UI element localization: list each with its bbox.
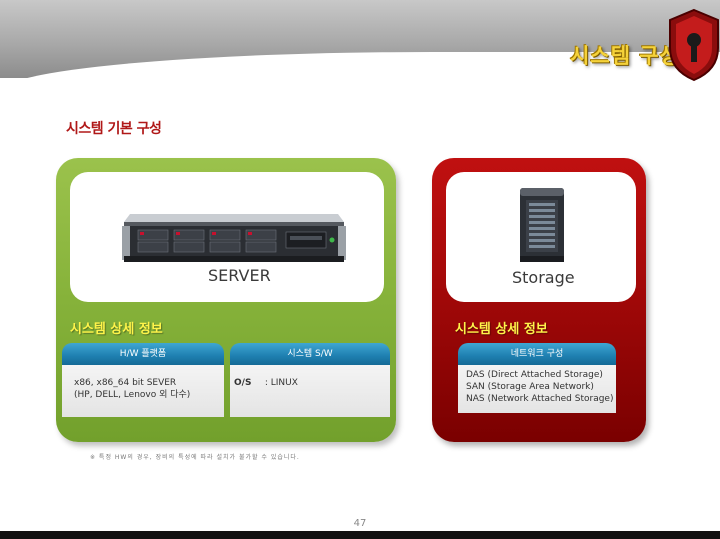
os-value: : LINUX (264, 378, 298, 388)
os-key: O/S (234, 378, 252, 388)
storage-card (446, 172, 636, 302)
tab-hw-platform: H/W 플랫폼 (62, 343, 224, 365)
rack-server-icon (116, 210, 346, 268)
page-header (0, 0, 720, 78)
hw-line: x86, x86_64 bit SEVER (74, 378, 177, 388)
shield-keyhole-icon (668, 8, 720, 82)
system-sw-box: O/S : LINUX (230, 365, 390, 417)
server-label: SERVER (208, 266, 271, 285)
server-card (70, 172, 384, 302)
storage-detail-title: 시스템 상세 정보 (455, 322, 548, 337)
hw-line: (HP, DELL, Lenovo 외 다수) (74, 390, 191, 400)
storage-label: Storage (512, 268, 575, 287)
storage-tower-icon (516, 186, 568, 264)
network-line: NAS (Network Attached Storage) (466, 394, 614, 404)
footnote: ※ 특정 HW의 경우, 장비의 특성에 따라 설치가 불가할 수 있습니다. (90, 454, 300, 461)
section-title: 시스템 기본 구성 (66, 121, 162, 137)
tab-system-sw: 시스템 S/W (230, 343, 390, 365)
network-line: SAN (Storage Area Network) (466, 382, 594, 392)
page-number: 47 (353, 518, 367, 529)
server-detail-title: 시스템 상세 정보 (70, 322, 163, 337)
bottom-bar (0, 531, 720, 539)
tab-network-config: 네트워크 구성 (458, 343, 616, 365)
header-title: 시스템 구성 (570, 44, 680, 68)
network-config-box: DAS (Direct Attached Storage) SAN (Stora… (458, 365, 616, 413)
network-line: DAS (Direct Attached Storage) (466, 370, 603, 380)
hw-platform-box: x86, x86_64 bit SEVER (HP, DELL, Lenovo … (62, 365, 224, 417)
